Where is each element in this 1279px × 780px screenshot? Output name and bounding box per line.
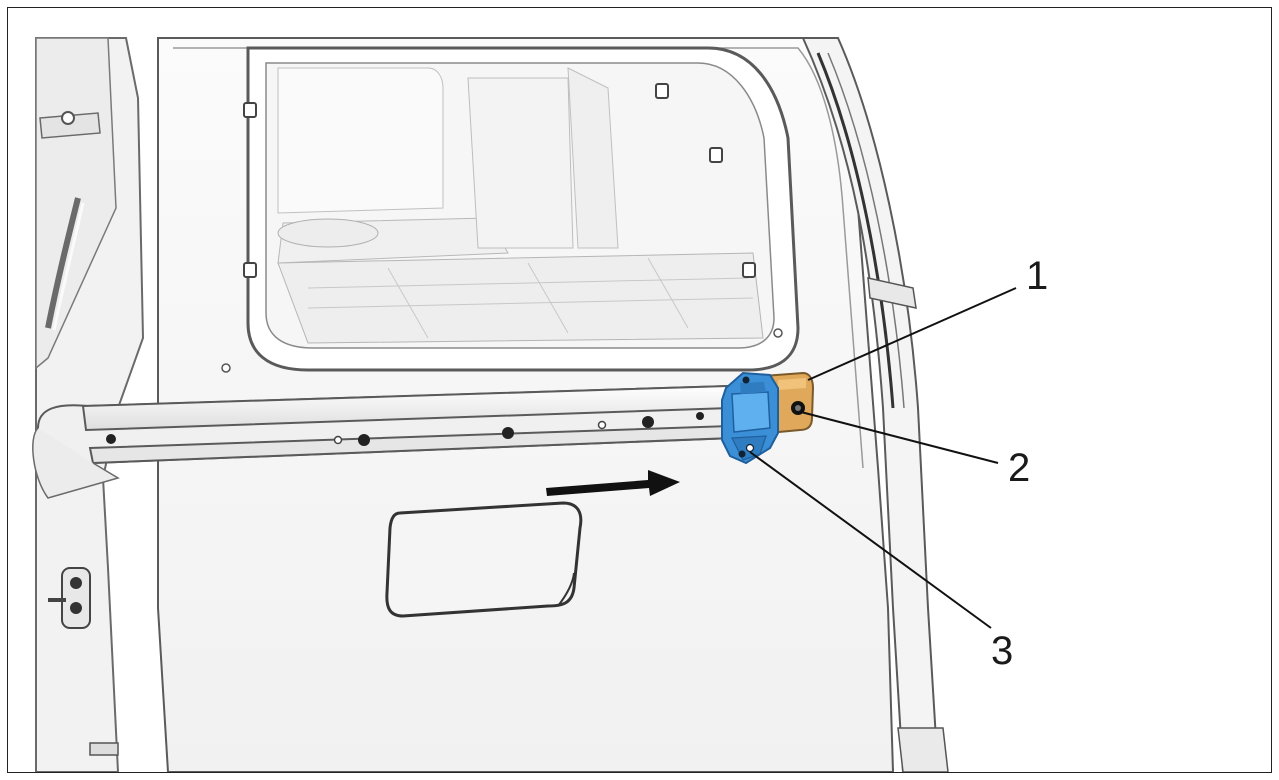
leader-lines (749, 287, 1017, 629)
callout-2: 2 (1008, 446, 1031, 490)
leader-line-3 (749, 451, 992, 629)
slide-rail (32, 384, 735, 499)
body-pillar-right (801, 37, 949, 772)
fuel-filler-flap (385, 501, 583, 618)
leader-line-2 (800, 411, 999, 464)
door-illustration (32, 37, 1017, 772)
figure-frame: 1 2 3 (7, 7, 1272, 773)
callout-3: 3 (991, 629, 1014, 673)
direction-arrow (546, 470, 680, 496)
leader-line-1 (807, 287, 1017, 381)
callout-1: 1 (1026, 254, 1049, 298)
window-opening (221, 46, 800, 373)
hinge (721, 371, 779, 465)
